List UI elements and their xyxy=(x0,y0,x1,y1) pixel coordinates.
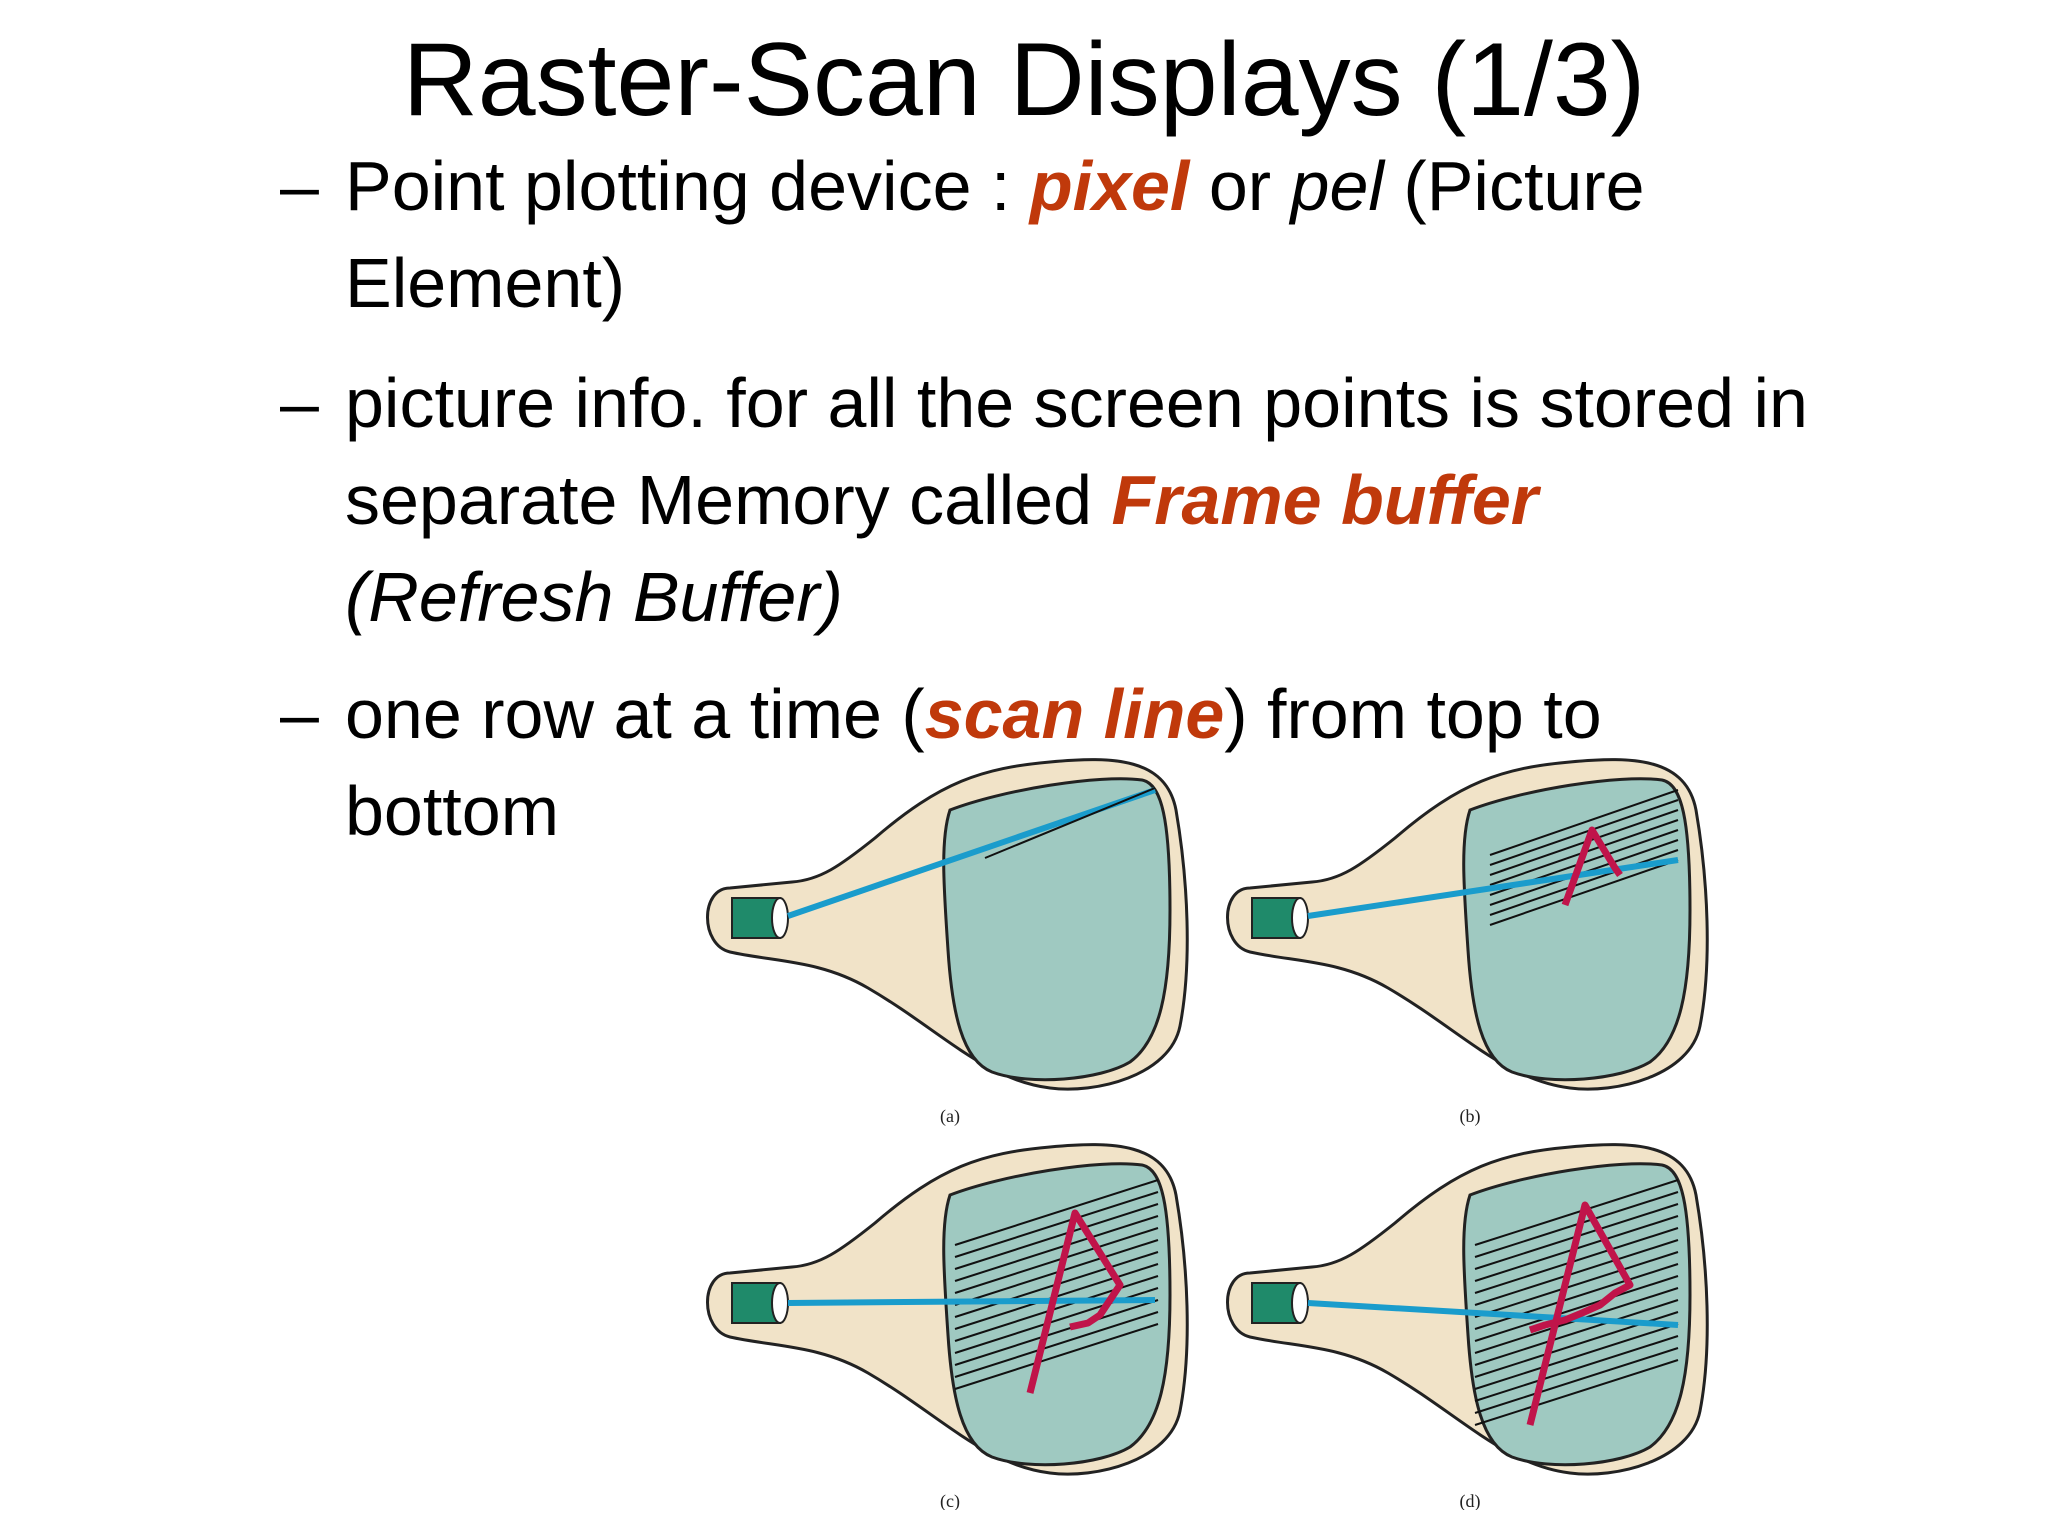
highlight-scan-line: scan line xyxy=(924,675,1225,753)
highlight-pixel: pixel xyxy=(1029,147,1190,225)
bullet-text: picture info. for all the screen points … xyxy=(345,355,1840,646)
crt-diagram-a: (a) xyxy=(706,758,1189,1127)
bullet-scan-line: – one row at a time (scan line) from top… xyxy=(280,666,1800,860)
crt-diagram-b: (b) xyxy=(1226,758,1709,1127)
caption-a: (a) xyxy=(940,1106,960,1127)
bullet-frame-buffer: – picture info. for all the screen point… xyxy=(280,355,1840,646)
caption-d: (d) xyxy=(1460,1491,1481,1510)
bullet-text-part: ) from top to bottom xyxy=(345,675,1602,850)
italic-refresh-buffer: (Refresh Buffer) xyxy=(345,558,843,636)
bullet-dash: – xyxy=(280,675,319,753)
caption-b: (b) xyxy=(1460,1106,1481,1127)
bullet-text: one row at a time (scan line) from top t… xyxy=(345,666,1800,860)
crt-diagram-d: (d) xyxy=(1226,1143,1709,1510)
bullet-dash: – xyxy=(280,364,319,442)
bullet-pixel: – Point plotting device : pixel or pel (… xyxy=(280,138,1800,332)
crt-diagrams: (a) (b) xyxy=(706,758,1709,1510)
bullet-text-part: picture info. for all the screen points … xyxy=(345,364,1808,539)
bullet-text-part: Point plotting device : xyxy=(345,147,1030,225)
italic-pel: pel xyxy=(1290,147,1384,225)
bullet-text-part: one row at a time ( xyxy=(345,675,925,753)
bullet-dash: – xyxy=(280,147,319,225)
bullet-text: Point plotting device : pixel or pel (Pi… xyxy=(345,138,1800,332)
crt-raster-figure: (a) (b) xyxy=(700,750,1720,1510)
slide-title: Raster-Scan Displays (1/3) xyxy=(402,22,1646,138)
bullet-text-part: (Picture Element) xyxy=(345,147,1645,322)
caption-c: (c) xyxy=(940,1491,960,1510)
highlight-frame-buffer: Frame buffer xyxy=(1111,461,1539,539)
bullet-text-part: or xyxy=(1189,147,1291,225)
crt-diagram-c: (c) xyxy=(706,1143,1189,1510)
